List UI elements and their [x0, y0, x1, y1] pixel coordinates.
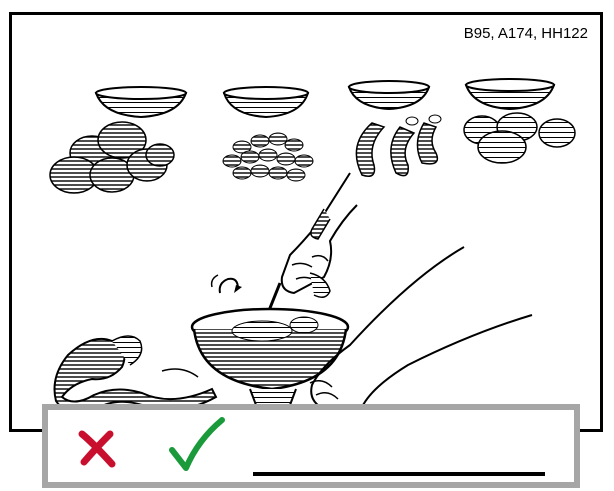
egg-bowl	[463, 78, 576, 164]
green-check-icon[interactable]	[166, 416, 226, 476]
red-cross-icon[interactable]	[74, 426, 120, 472]
reference-code: B95, A174, HH122	[463, 25, 588, 42]
picture-frame: B95, A174, HH122	[9, 12, 603, 432]
hand-holding-bowl	[309, 246, 533, 416]
answer-bar	[42, 404, 580, 488]
mixing-bowl	[190, 307, 350, 406]
answer-write-line[interactable]	[253, 472, 545, 476]
mixing-ingredients-illustration	[49, 78, 576, 416]
stirring-arrow	[210, 274, 242, 294]
banana-peel	[53, 335, 218, 414]
banana-bowl	[347, 80, 442, 177]
peanut-bowl	[222, 86, 314, 182]
potato-bowl	[49, 86, 188, 194]
